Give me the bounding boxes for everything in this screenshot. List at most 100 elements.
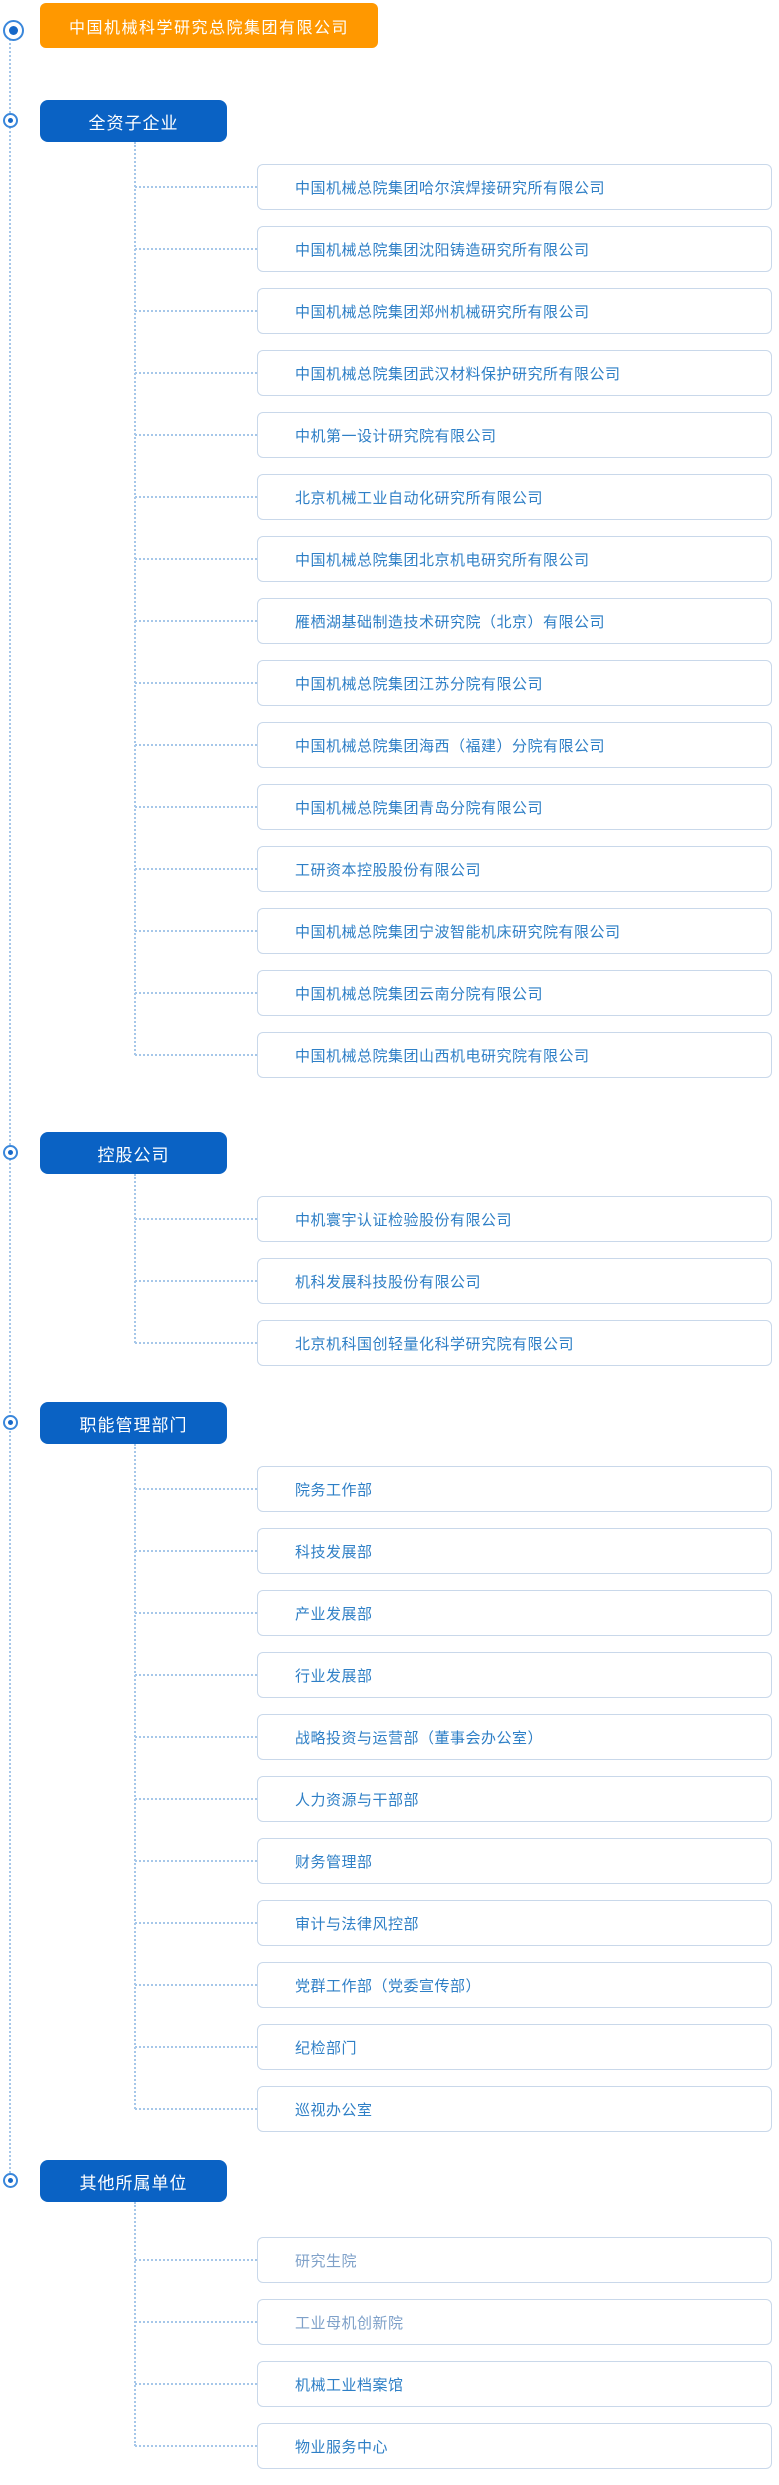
root-node[interactable]: 中国机械科学研究总院集团有限公司 <box>40 3 378 48</box>
org-node-label: 战略投资与运营部（董事会办公室） <box>295 1729 544 1747</box>
tree-row: 党群工作部（党委宣传部） <box>0 1962 779 2008</box>
org-node[interactable]: 北京机科国创轻量化科学研究院有限公司 <box>257 1320 772 1366</box>
org-node[interactable]: 战略投资与运营部（董事会办公室） <box>257 1714 772 1760</box>
tree-row: 中国机械总院集团哈尔滨焊接研究所有限公司 <box>0 164 779 210</box>
org-node[interactable]: 中国机械总院集团江苏分院有限公司 <box>257 660 772 706</box>
org-node-label: 机械工业档案馆 <box>295 2376 404 2394</box>
connector-line <box>135 1922 257 1924</box>
org-node[interactable]: 工业母机创新院 <box>257 2299 772 2345</box>
org-node[interactable]: 中国机械总院集团宁波智能机床研究院有限公司 <box>257 908 772 954</box>
org-node[interactable]: 行业发展部 <box>257 1652 772 1698</box>
connector-line <box>135 1736 257 1738</box>
section-label: 控股公司 <box>97 1145 170 1165</box>
tree-row: 研究生院 <box>0 2237 779 2283</box>
root-node-label: 中国机械科学研究总院集团有限公司 <box>68 19 349 37</box>
connector-line <box>135 744 257 746</box>
connector-trunk <box>134 142 136 1055</box>
org-node[interactable]: 中机第一设计研究院有限公司 <box>257 412 772 458</box>
trunk-line <box>9 30 11 2181</box>
org-node[interactable]: 院务工作部 <box>257 1466 772 1512</box>
org-node-label: 人力资源与干部部 <box>295 1791 420 1809</box>
tree-row: 中国机械总院集团云南分院有限公司 <box>0 970 779 1016</box>
org-node[interactable]: 物业服务中心 <box>257 2423 772 2469</box>
tree-row: 中国机械总院集团武汉材料保护研究所有限公司 <box>0 350 779 396</box>
org-node[interactable]: 中国机械总院集团海西（福建）分院有限公司 <box>257 722 772 768</box>
org-node-label: 中国机械总院集团云南分院有限公司 <box>295 985 544 1003</box>
section-header[interactable]: 其他所属单位 <box>40 2160 227 2202</box>
org-node-label: 产业发展部 <box>295 1605 373 1623</box>
section-children: 研究生院 工业母机创新院 机械工业档案馆 物业服务中心 <box>0 2202 779 2485</box>
connector-line <box>135 2383 257 2385</box>
org-node[interactable]: 中国机械总院集团青岛分院有限公司 <box>257 784 772 830</box>
org-node[interactable]: 研究生院 <box>257 2237 772 2283</box>
connector-line <box>135 1218 257 1220</box>
org-node[interactable]: 工研资本控股股份有限公司 <box>257 846 772 892</box>
org-node-label: 财务管理部 <box>295 1853 373 1871</box>
org-node-label: 中国机械总院集团宁波智能机床研究院有限公司 <box>295 923 621 941</box>
org-node-label: 纪检部门 <box>295 2039 358 2057</box>
org-node[interactable]: 产业发展部 <box>257 1590 772 1636</box>
tree-row: 中国机械总院集团海西（福建）分院有限公司 <box>0 722 779 768</box>
tree-row: 院务工作部 <box>0 1466 779 1512</box>
org-node-label: 工研资本控股股份有限公司 <box>295 861 482 879</box>
section-label: 其他所属单位 <box>79 2173 188 2193</box>
org-node[interactable]: 中国机械总院集团武汉材料保护研究所有限公司 <box>257 350 772 396</box>
org-node[interactable]: 中机寰宇认证检验股份有限公司 <box>257 1196 772 1242</box>
root-bullet-icon <box>3 20 24 41</box>
org-node-label: 中机寰宇认证检验股份有限公司 <box>295 1211 513 1229</box>
org-node[interactable]: 中国机械总院集团沈阳铸造研究所有限公司 <box>257 226 772 272</box>
org-node[interactable]: 巡视办公室 <box>257 2086 772 2132</box>
org-node-label: 中国机械总院集团武汉材料保护研究所有限公司 <box>295 365 621 383</box>
connector-line <box>135 2445 257 2447</box>
section-children: 中国机械总院集团哈尔滨焊接研究所有限公司 中国机械总院集团沈阳铸造研究所有限公司… <box>0 142 779 1094</box>
connector-line <box>135 806 257 808</box>
org-node-label: 审计与法律风控部 <box>295 1915 420 1933</box>
org-node[interactable]: 党群工作部（党委宣传部） <box>257 1962 772 2008</box>
org-node[interactable]: 财务管理部 <box>257 1838 772 1884</box>
section-children: 中机寰宇认证检验股份有限公司 机科发展科技股份有限公司 北京机科国创轻量化科学研… <box>0 1174 779 1382</box>
org-node[interactable]: 北京机械工业自动化研究所有限公司 <box>257 474 772 520</box>
connector-trunk <box>134 2202 136 2446</box>
tree-row: 战略投资与运营部（董事会办公室） <box>0 1714 779 1760</box>
org-node[interactable]: 中国机械总院集团山西机电研究院有限公司 <box>257 1032 772 1078</box>
org-node[interactable]: 中国机械总院集团哈尔滨焊接研究所有限公司 <box>257 164 772 210</box>
tree-row: 中国机械总院集团山西机电研究院有限公司 <box>0 1032 779 1078</box>
org-node[interactable]: 审计与法律风控部 <box>257 1900 772 1946</box>
section-header[interactable]: 职能管理部门 <box>40 1402 227 1444</box>
connector-line <box>135 186 257 188</box>
org-node[interactable]: 中国机械总院集团北京机电研究所有限公司 <box>257 536 772 582</box>
connector-trunk <box>134 1444 136 2109</box>
org-node[interactable]: 纪检部门 <box>257 2024 772 2070</box>
connector-line <box>135 1280 257 1282</box>
org-node-label: 党群工作部（党委宣传部） <box>295 1977 482 1995</box>
section-header[interactable]: 全资子企业 <box>40 100 227 142</box>
section-bullet-icon <box>3 1145 18 1160</box>
org-node[interactable]: 中国机械总院集团郑州机械研究所有限公司 <box>257 288 772 334</box>
connector-line <box>135 1984 257 1986</box>
org-node[interactable]: 中国机械总院集团云南分院有限公司 <box>257 970 772 1016</box>
org-node-label: 中国机械总院集团沈阳铸造研究所有限公司 <box>295 241 590 259</box>
org-node[interactable]: 雁栖湖基础制造技术研究院（北京）有限公司 <box>257 598 772 644</box>
org-node[interactable]: 人力资源与干部部 <box>257 1776 772 1822</box>
connector-line <box>135 682 257 684</box>
org-node-label: 北京机科国创轻量化科学研究院有限公司 <box>295 1335 575 1353</box>
org-node-label: 行业发展部 <box>295 1667 373 1685</box>
tree-row: 中国机械总院集团宁波智能机床研究院有限公司 <box>0 908 779 954</box>
tree-row: 北京机械工业自动化研究所有限公司 <box>0 474 779 520</box>
tree-row: 工研资本控股股份有限公司 <box>0 846 779 892</box>
tree-row: 审计与法律风控部 <box>0 1900 779 1946</box>
tree-row: 纪检部门 <box>0 2024 779 2070</box>
tree-row: 科技发展部 <box>0 1528 779 1574</box>
org-node-label: 巡视办公室 <box>295 2101 373 2119</box>
org-node[interactable]: 机科发展科技股份有限公司 <box>257 1258 772 1304</box>
tree-row: 行业发展部 <box>0 1652 779 1698</box>
tree-row: 雁栖湖基础制造技术研究院（北京）有限公司 <box>0 598 779 644</box>
org-node-label: 中机第一设计研究院有限公司 <box>295 427 497 445</box>
connector-line <box>135 2046 257 2048</box>
org-node[interactable]: 科技发展部 <box>257 1528 772 1574</box>
section-bullet-icon <box>3 113 18 128</box>
section-bullet-icon <box>3 2173 18 2188</box>
section-header[interactable]: 控股公司 <box>40 1132 227 1174</box>
org-node[interactable]: 机械工业档案馆 <box>257 2361 772 2407</box>
org-node-label: 中国机械总院集团北京机电研究所有限公司 <box>295 551 590 569</box>
